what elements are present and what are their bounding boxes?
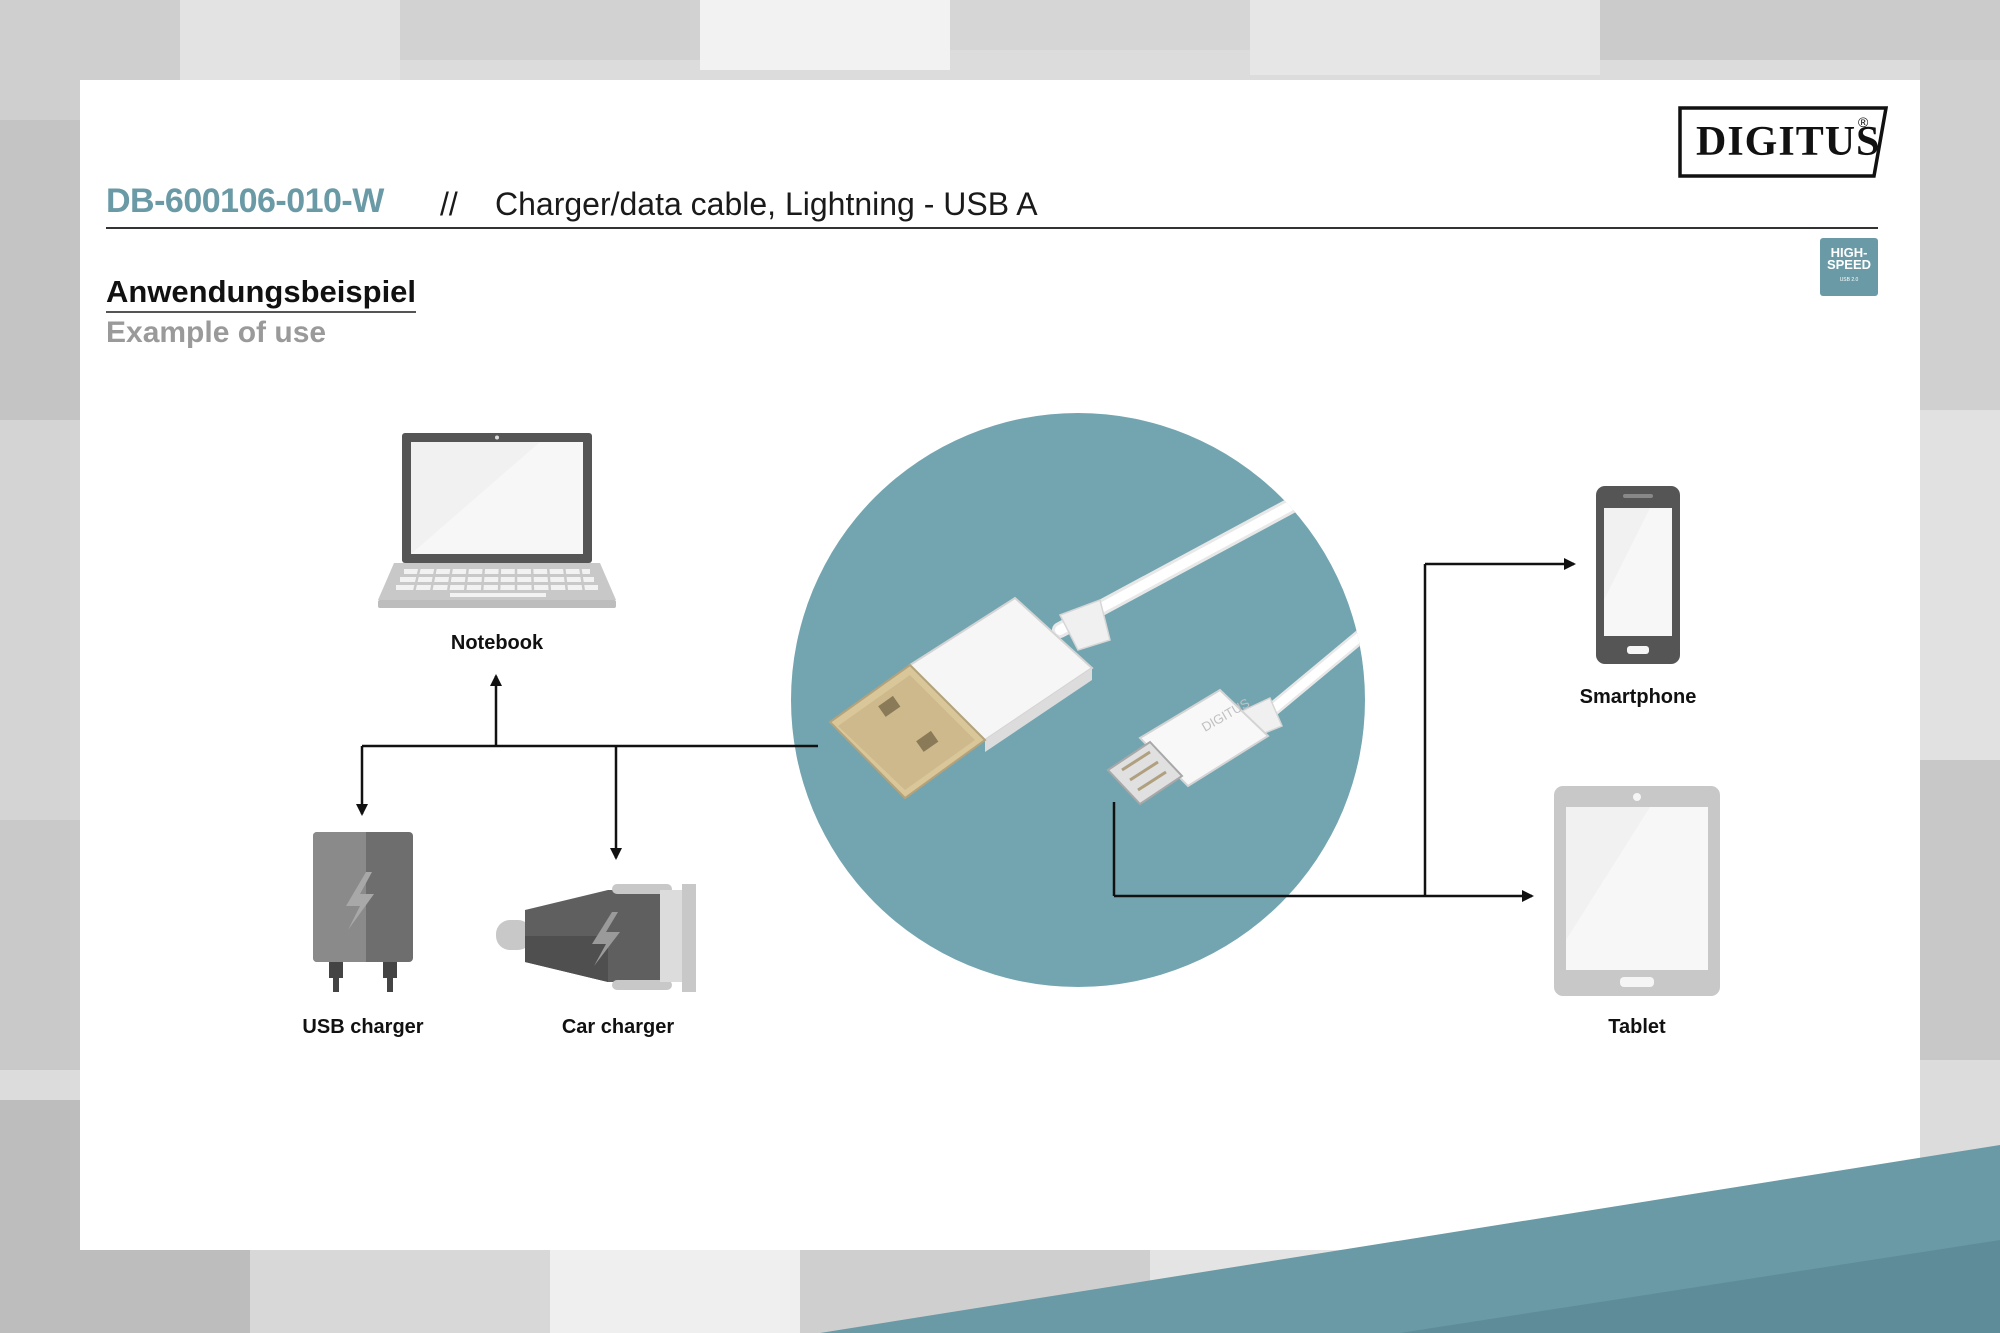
notebook-label: Notebook [450, 632, 544, 654]
connector-lines-left [356, 674, 818, 860]
badge-line-1: HIGH- [1830, 245, 1868, 260]
logo-text: DIGITUS [1696, 119, 1881, 165]
digitus-logo-frame [1678, 106, 1888, 178]
car-charger-icon [496, 884, 696, 992]
tablet-icon [1554, 786, 1720, 996]
usb-charger-label: USB charger [302, 1016, 424, 1038]
logo-registered-mark: ® [1858, 114, 1869, 130]
cable-photo [791, 413, 1365, 987]
smartphone-label: Smartphone [1579, 686, 1697, 708]
laptop-icon [378, 433, 616, 608]
wall-charger-icon [313, 832, 413, 992]
badge-line-2: SPEED [1826, 257, 1872, 272]
tablet-label: Tablet [1608, 1016, 1666, 1038]
section-title-english: Example of use [106, 316, 327, 349]
section-title-german: Anwendungsbeispiel [106, 274, 417, 313]
car-charger-label: Car charger [561, 1016, 675, 1038]
product-sku: DB-600106-010-W [106, 182, 384, 220]
header-rule [106, 227, 1878, 229]
product-title: Charger/data cable, Lightning - USB A [495, 186, 1038, 222]
smartphone-icon [1596, 486, 1680, 664]
badge-line-3: USB 2.0 [1839, 277, 1859, 283]
connector-lines-right [1112, 558, 1576, 902]
title-separator: // [440, 186, 458, 222]
high-speed-badge: HIGH- SPEED USB 2.0 [1820, 238, 1878, 296]
